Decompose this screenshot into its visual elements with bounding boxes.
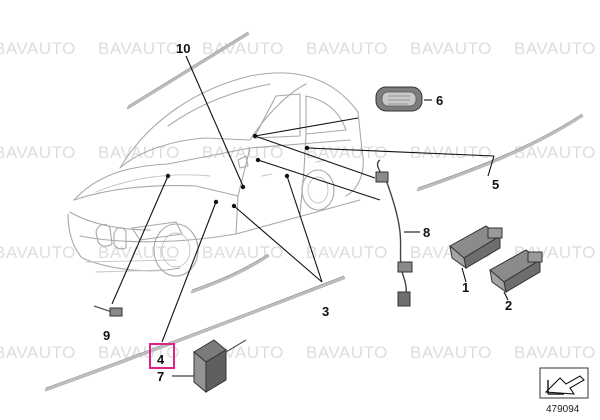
watermark: BAVAUTO [202, 143, 284, 162]
watermark: BAVAUTO [410, 343, 492, 362]
watermark: BAVAUTO [306, 39, 388, 58]
roof-trim-strip-part [126, 31, 250, 110]
leader-lines [111, 55, 509, 377]
rain-sensor-part [375, 86, 423, 112]
callout-5: 5 [492, 177, 499, 192]
watermark: BAVAUTO [0, 143, 76, 162]
watermark: BAVAUTO [0, 343, 76, 362]
side-trim-strip-part [416, 113, 584, 192]
callout-4: 4 [157, 352, 165, 367]
callout-6: 6 [436, 93, 443, 108]
watermark: BAVAUTO [98, 143, 180, 162]
sill-trim-strip-part [44, 253, 346, 392]
callout-7: 7 [157, 369, 164, 384]
watermark: BAVAUTO [514, 343, 596, 362]
car-outline [67, 72, 364, 277]
watermark: BAVAUTO [98, 243, 180, 262]
watermark: BAVAUTO [410, 39, 492, 58]
callout-3: 3 [322, 304, 329, 319]
sensor-part-1 [449, 225, 503, 270]
sensor-part-2 [489, 249, 543, 294]
actuator-part-7 [193, 339, 247, 394]
callout-8: 8 [423, 225, 430, 240]
watermark: BAVAUTO [306, 243, 388, 262]
watermark: BAVAUTO [514, 143, 596, 162]
highlight-box [149, 343, 175, 369]
watermark: BAVAUTO [306, 343, 388, 362]
watermark: BAVAUTO [0, 39, 76, 58]
cable-harness-part [375, 159, 413, 307]
callout-10: 10 [176, 41, 190, 56]
callout-2: 2 [505, 298, 512, 313]
diagram-part-number: 479094 [546, 404, 580, 415]
connector-part-9 [93, 305, 123, 317]
callout-9: 9 [103, 328, 110, 343]
callout-1: 1 [462, 280, 469, 295]
watermark: BAVAUTO [202, 243, 284, 262]
watermark: BAVAUTO [306, 143, 388, 162]
watermark: BAVAUTO [410, 143, 492, 162]
watermark: BAVAUTO [0, 243, 76, 262]
watermark: BAVAUTO [202, 39, 284, 58]
watermark-layer: BAVAUTO BAVAUTO BAVAUTO BAVAUTO BAVAUTO … [0, 39, 596, 362]
callout-labels: 10 6 5 8 1 2 3 9 4 7 [103, 41, 512, 384]
view-arrow-box [539, 367, 589, 399]
watermark: BAVAUTO [514, 39, 596, 58]
watermark: BAVAUTO [98, 39, 180, 58]
